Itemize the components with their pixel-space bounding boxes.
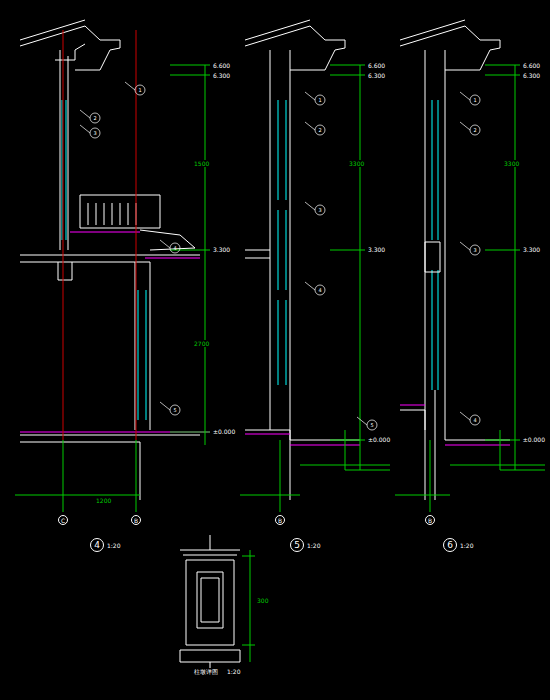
callout-number: 3 bbox=[91, 130, 99, 137]
dimension-text: ±0.000 bbox=[522, 436, 546, 443]
dimension-text: 3.300 bbox=[212, 246, 231, 253]
node-text: B bbox=[428, 517, 432, 524]
node-text: 5 bbox=[294, 540, 300, 550]
dimension-text: 6.600 bbox=[212, 62, 231, 69]
axis-bubble: B bbox=[275, 515, 285, 525]
callout-number: 2 bbox=[91, 115, 99, 122]
dimension-text: 柱墩详图 bbox=[193, 668, 219, 675]
section-title-circle: 6 bbox=[443, 538, 457, 552]
callout-number: 5 bbox=[368, 422, 376, 429]
axis-bubble: C bbox=[58, 515, 68, 525]
dimension-text: 1500 bbox=[193, 160, 210, 167]
axis-bubble: B bbox=[131, 515, 141, 525]
dimension-text: 1:20 bbox=[306, 542, 321, 549]
callout-number: 3 bbox=[316, 207, 324, 214]
dimension-text: 3.300 bbox=[522, 246, 541, 253]
node-text: 6 bbox=[447, 540, 453, 550]
dimension-text: 6.600 bbox=[367, 62, 386, 69]
section-title-circle: 5 bbox=[290, 538, 304, 552]
node-text: C bbox=[61, 517, 65, 524]
dimension-text: 3300 bbox=[503, 160, 520, 167]
dimension-text: 300 bbox=[256, 597, 269, 604]
callout-number: 4 bbox=[171, 245, 179, 252]
node-text: B bbox=[134, 517, 138, 524]
dimension-text: 1:20 bbox=[459, 542, 474, 549]
dimension-text: 6.300 bbox=[522, 72, 541, 79]
callout-number: 1 bbox=[471, 97, 479, 104]
callout-number: 4 bbox=[316, 287, 324, 294]
callout-number: 3 bbox=[471, 247, 479, 254]
axis-bubble: B bbox=[425, 515, 435, 525]
dimension-text: 6.600 bbox=[522, 62, 541, 69]
node-text: B bbox=[278, 517, 282, 524]
callout-number: 2 bbox=[316, 127, 324, 134]
section-title-circle: 4 bbox=[90, 538, 104, 552]
dimension-text: 1200 bbox=[95, 497, 112, 504]
dimension-text: 3.300 bbox=[367, 246, 386, 253]
dimension-text: ±0.000 bbox=[212, 428, 236, 435]
callout-number: 1 bbox=[136, 87, 144, 94]
dimension-text: 1:20 bbox=[106, 542, 121, 549]
dimension-text: 6.300 bbox=[212, 72, 231, 79]
callout-number: 2 bbox=[471, 127, 479, 134]
node-text: 4 bbox=[94, 540, 100, 550]
callout-number: 1 bbox=[316, 97, 324, 104]
dimension-text: 2700 bbox=[193, 340, 210, 347]
dimension-text: 3300 bbox=[348, 160, 365, 167]
callout-number: 5 bbox=[171, 407, 179, 414]
dimension-text: 1:20 bbox=[226, 668, 241, 675]
callout-number: 4 bbox=[471, 417, 479, 424]
dimension-text: ±0.000 bbox=[367, 436, 391, 443]
dimension-text: 6.300 bbox=[367, 72, 386, 79]
